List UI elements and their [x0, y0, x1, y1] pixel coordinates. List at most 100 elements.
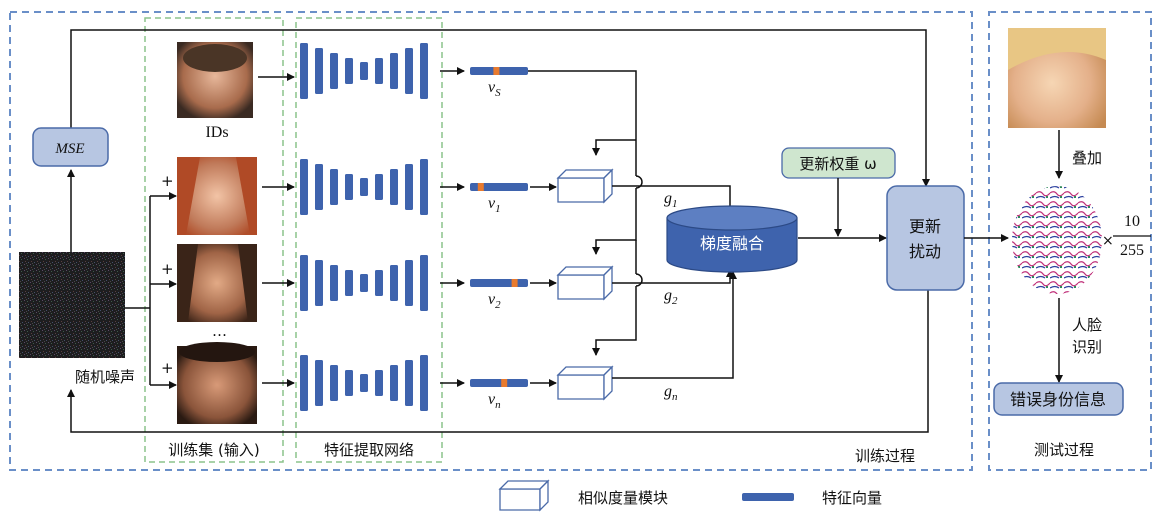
- training-set-caption: 训练集 (输入): [168, 441, 259, 459]
- id-face-image: [177, 42, 253, 118]
- network-layer: [375, 270, 383, 296]
- legend-similarity-module-icon: [500, 481, 548, 510]
- network-layer: [330, 265, 338, 301]
- network-layer: [405, 360, 413, 406]
- network-layer: [315, 260, 323, 306]
- similarity-module-2: [558, 267, 612, 299]
- legend-similarity-module-label: 相似度量模块: [578, 489, 668, 507]
- network-layer: [330, 53, 338, 89]
- vn-label: vn: [488, 391, 501, 411]
- plus-2: +: [161, 260, 174, 278]
- train-face-2: [177, 244, 257, 322]
- network-layer: [390, 169, 398, 205]
- network-layer: [405, 48, 413, 94]
- vector-bar: [470, 279, 528, 287]
- g2-label: g2: [664, 287, 678, 307]
- feature-net-caption: 特征提取网络: [324, 441, 414, 459]
- training-process-caption: 训练过程: [855, 447, 915, 465]
- feature-network-1: [300, 43, 428, 99]
- network-layer: [360, 178, 368, 196]
- network-layer: [330, 169, 338, 205]
- train-face-1: [177, 157, 257, 235]
- network-layer: [315, 360, 323, 406]
- ids-label: IDs: [205, 124, 228, 141]
- legend-feature-vector-icon: [742, 493, 794, 501]
- update-perturbation-box: [887, 186, 964, 290]
- update-perturbation-label-1: 更新: [909, 217, 941, 236]
- train-face-n: [177, 342, 257, 424]
- vector-highlight: [493, 67, 499, 75]
- similarity-module-3: [558, 367, 612, 399]
- superimpose-label: 叠加: [1072, 149, 1102, 167]
- feature-vector-2: [470, 183, 528, 191]
- network-layer: [315, 164, 323, 210]
- vector-bar: [470, 379, 528, 387]
- wrong-identity-label: 错误身份信息: [1010, 390, 1106, 409]
- face-recognition-label-1: 人脸: [1072, 316, 1102, 334]
- random-noise-label: 随机噪声: [75, 368, 135, 386]
- perturbation-image: [1012, 186, 1102, 294]
- network-layer: [345, 174, 353, 200]
- network-layer: [360, 274, 368, 292]
- network-layer: [345, 58, 353, 84]
- network-layer: [300, 255, 308, 311]
- scale-numerator: 10: [1124, 213, 1140, 230]
- legend-feature-vector-label: 特征向量: [822, 489, 882, 507]
- v1-label: v1: [488, 195, 501, 215]
- vector-to-module-arrows: [530, 187, 556, 383]
- network-layer: [345, 270, 353, 296]
- feature-network-4: [300, 355, 428, 411]
- feature-vector-4: [470, 379, 528, 387]
- feature-network-3: [300, 255, 428, 311]
- vector-highlight: [512, 279, 518, 287]
- network-layer: [375, 370, 383, 396]
- network-layer: [300, 159, 308, 215]
- vs-label: vS: [488, 79, 501, 99]
- random-noise-image: [19, 252, 125, 358]
- network-layer: [315, 48, 323, 94]
- vs-distribution-lines: [528, 71, 642, 355]
- scale-times: ×: [1102, 233, 1114, 249]
- feature-vector-1: [470, 67, 528, 75]
- network-layer: [375, 58, 383, 84]
- test-face-image: [1008, 28, 1106, 128]
- gradient-fusion-label: 梯度融合: [700, 234, 764, 253]
- network-layer: [375, 174, 383, 200]
- feature-networks: [300, 43, 428, 411]
- g1-label: g1: [664, 190, 678, 210]
- plus-1: +: [161, 172, 174, 190]
- face-to-net-arrows: [258, 77, 294, 383]
- vector-highlight: [501, 379, 507, 387]
- update-perturbation-label-2: 扰动: [909, 242, 941, 261]
- mse-label: MSE: [54, 141, 84, 157]
- network-layer: [300, 355, 308, 411]
- network-layer: [390, 265, 398, 301]
- network-layer: [420, 255, 428, 311]
- feature-network-2: [300, 159, 428, 215]
- feature-vectors: [470, 67, 528, 387]
- network-layer: [300, 43, 308, 99]
- network-layer: [420, 159, 428, 215]
- vector-highlight: [478, 183, 484, 191]
- network-layer: [360, 374, 368, 392]
- similarity-module-1: [558, 170, 612, 202]
- network-layer: [330, 365, 338, 401]
- network-layer: [405, 164, 413, 210]
- feature-vector-3: [470, 279, 528, 287]
- network-layer: [390, 365, 398, 401]
- face-recognition-label-2: 识别: [1072, 338, 1102, 356]
- update-weight-label: 更新权重 ω: [799, 155, 876, 173]
- network-layer: [345, 370, 353, 396]
- testing-process-caption: 测试过程: [1034, 441, 1094, 459]
- network-layer: [420, 355, 428, 411]
- net-to-vector-arrows: [440, 71, 464, 383]
- network-layer: [360, 62, 368, 80]
- gn-label: gn: [664, 383, 678, 403]
- network-layer: [420, 43, 428, 99]
- ellipsis: …: [212, 322, 227, 340]
- plus-3: +: [161, 359, 174, 377]
- similarity-modules: [558, 170, 612, 399]
- network-layer: [405, 260, 413, 306]
- scale-denominator: 255: [1120, 242, 1144, 259]
- noise-fanout: [125, 196, 176, 385]
